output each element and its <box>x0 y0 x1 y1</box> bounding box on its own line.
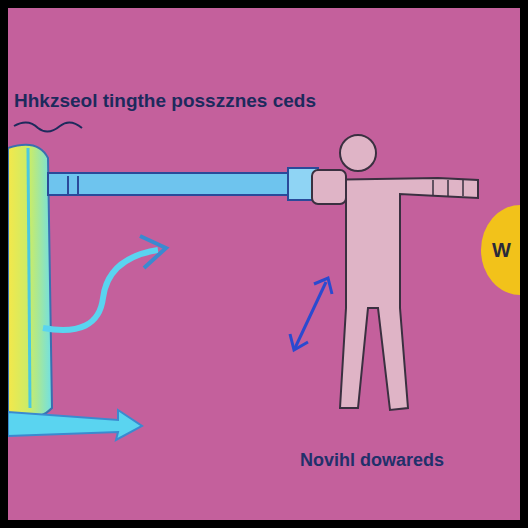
caption-label: Novihl dowareds <box>300 450 444 471</box>
circle-node: W <box>480 204 520 296</box>
node-text: W <box>492 239 511 262</box>
illustration <box>8 8 520 520</box>
cylinder-tank <box>8 145 52 420</box>
background-panel: Hhkzseol tingthe posszznes cedsW Novihl d… <box>8 8 520 520</box>
person-figure <box>312 135 478 410</box>
title: Hhkzseol tingthe posszznes ceds <box>14 90 316 112</box>
tube <box>48 173 323 195</box>
